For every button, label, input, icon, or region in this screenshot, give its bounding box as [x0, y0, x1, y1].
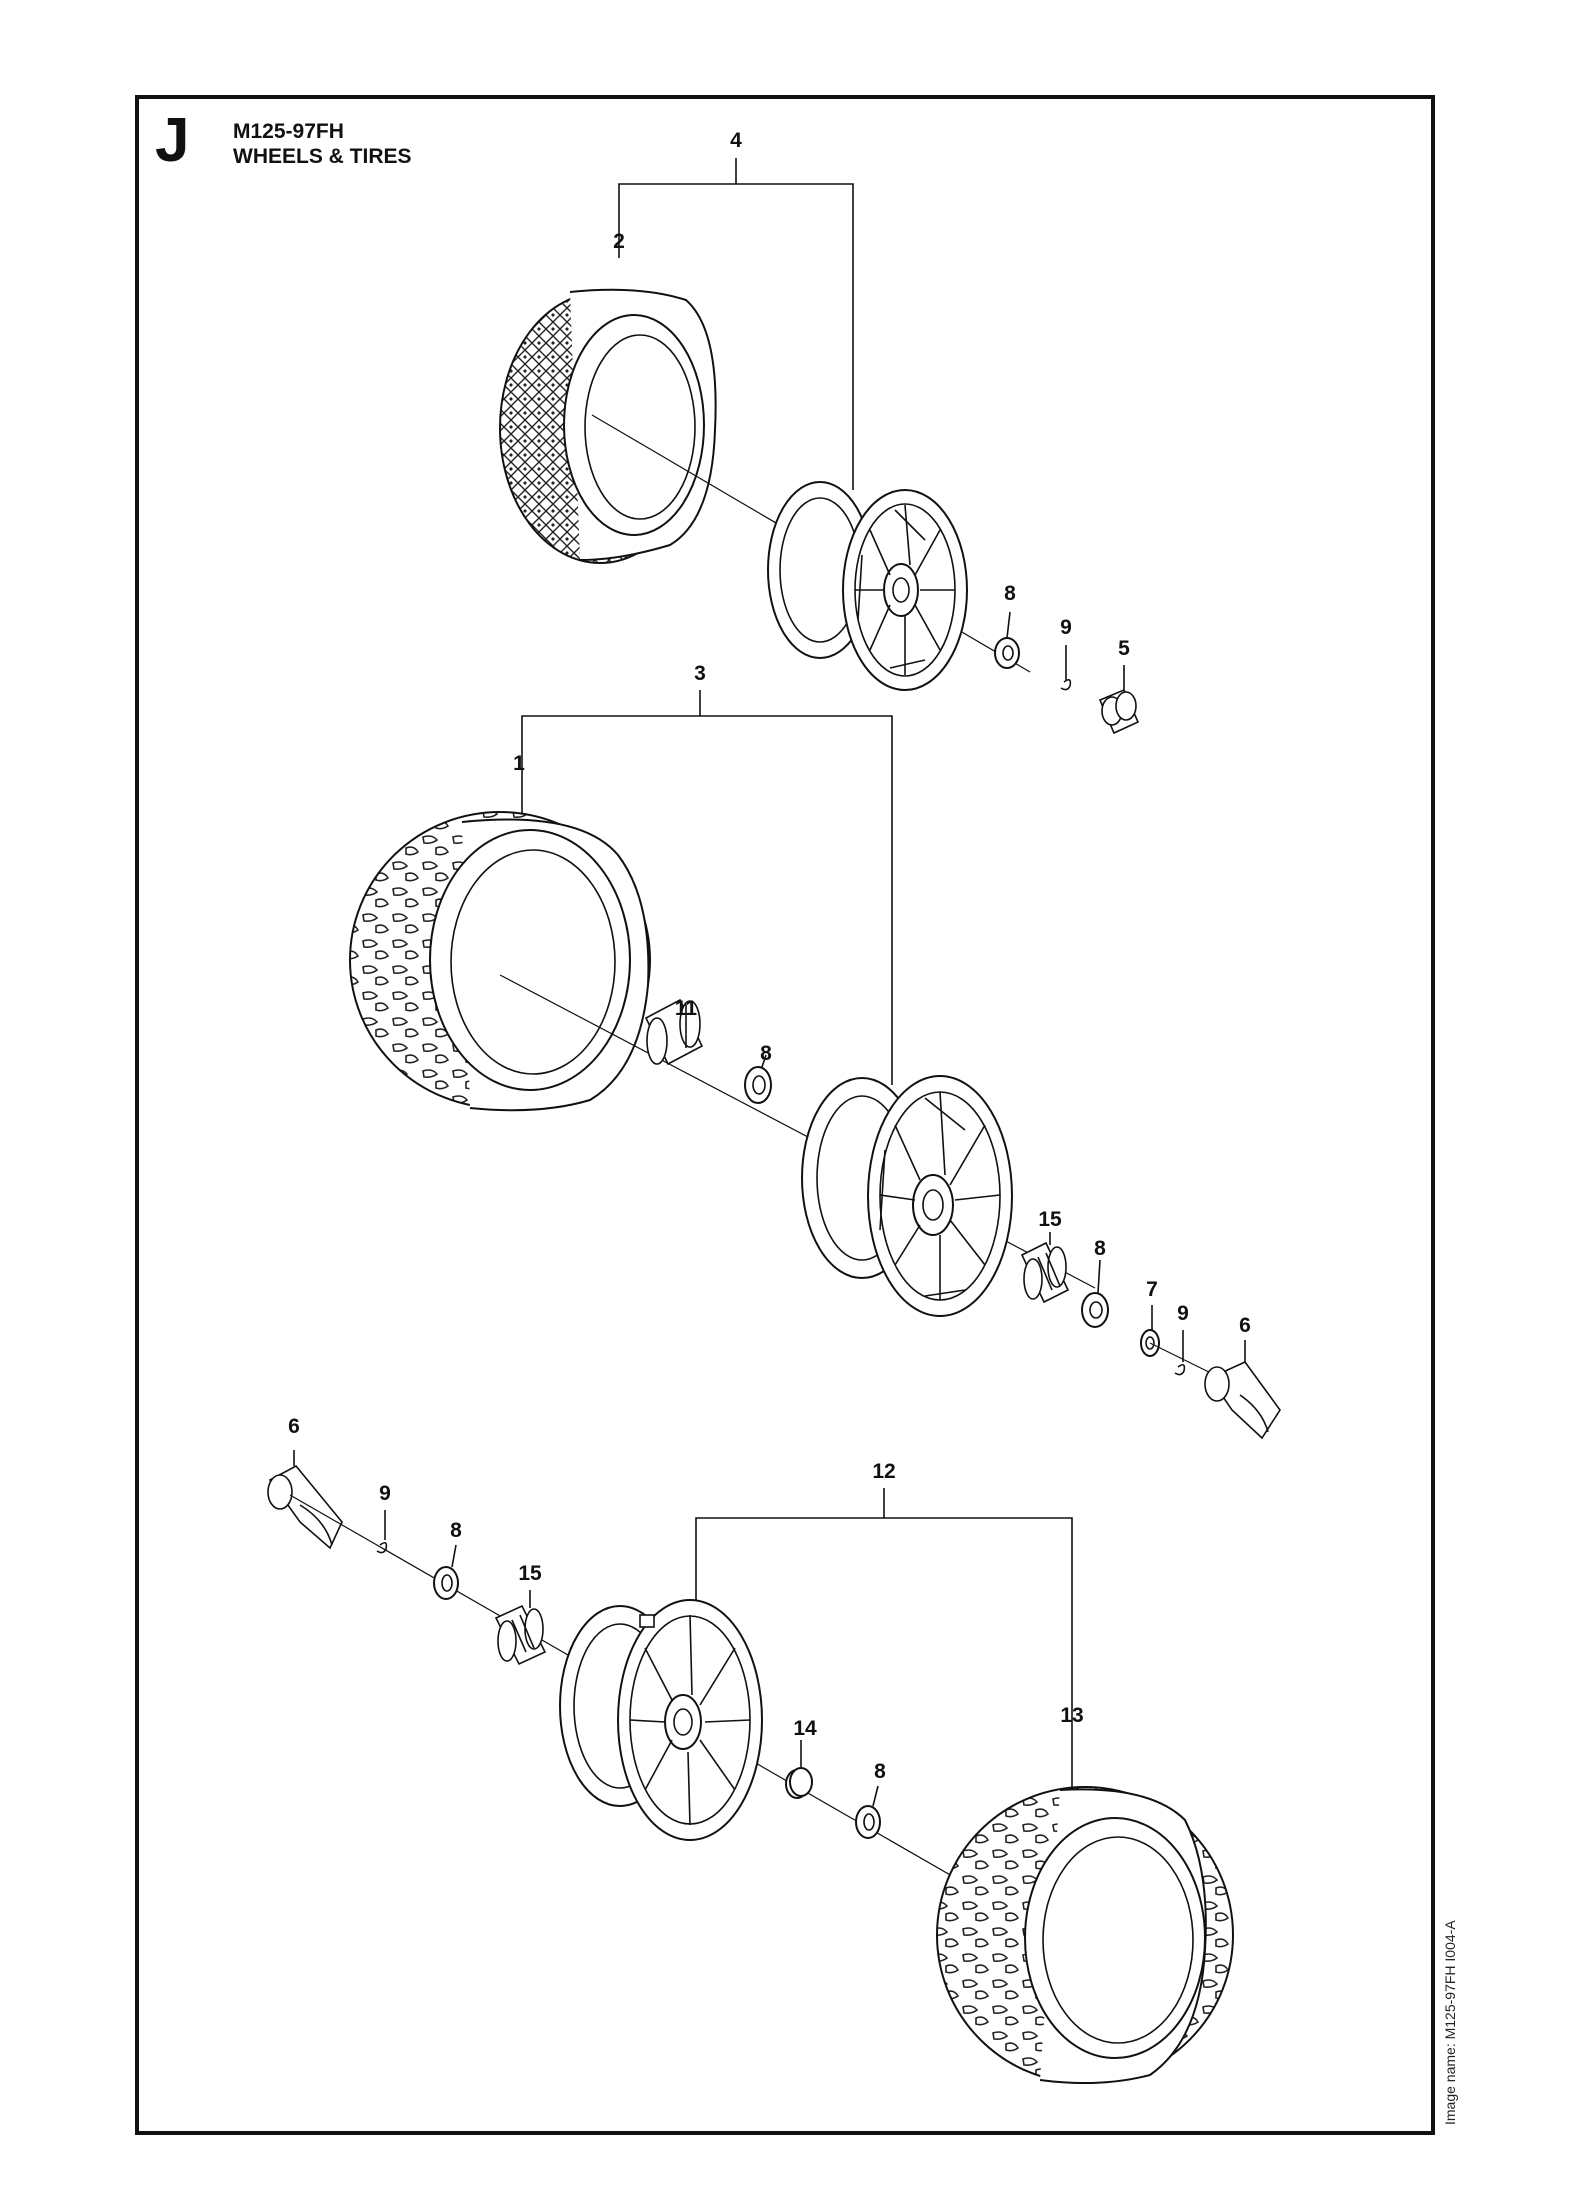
callout-12: 12 [872, 1460, 895, 1483]
callout-15: 15 [518, 1562, 542, 1585]
callout-15: 15 [1038, 1208, 1062, 1231]
washer-8-bot-a [433, 1544, 459, 1600]
callout-11: 11 [675, 997, 698, 1020]
cap-6-right [1204, 1340, 1281, 1440]
callout-2: 2 [613, 230, 625, 253]
bracket-4 [618, 158, 854, 490]
washer-8-top [994, 611, 1020, 669]
washer-7 [1140, 1305, 1160, 1357]
collar-15-bot [494, 1590, 547, 1666]
clip-9-mid [1174, 1330, 1186, 1376]
model-number: M125-97FH [233, 120, 344, 143]
bracket-12 [695, 1488, 1073, 1730]
wheel-rim-4 [767, 481, 968, 691]
wheel-rim-rear [559, 1599, 763, 1841]
washer-8-bot-b [855, 1785, 881, 1839]
section-letter: J [155, 106, 190, 175]
clip-9-top [1060, 645, 1072, 691]
tire-rear-13 [936, 1730, 1234, 2085]
collar-15-mid [1020, 1232, 1070, 1304]
wheel-rim-front [801, 1075, 1013, 1317]
diagram-frame [135, 95, 1435, 2135]
callout-6: 6 [288, 1415, 300, 1438]
callout-13: 13 [1060, 1704, 1083, 1727]
tire-turf [499, 288, 717, 564]
cap-5 [1098, 665, 1140, 735]
callout-9: 9 [1060, 616, 1072, 639]
diagram-title: WHEELS & TIRES [233, 145, 412, 168]
callout-5: 5 [1118, 637, 1130, 660]
callout-8: 8 [1094, 1237, 1106, 1260]
spacer-14 [785, 1740, 813, 1799]
callout-7: 7 [1146, 1278, 1158, 1301]
callout-9: 9 [379, 1482, 391, 1505]
callout-14: 14 [793, 1717, 817, 1740]
spacer-11 [644, 998, 704, 1066]
bracket-3 [521, 690, 893, 1085]
washer-8-mid-a [744, 1054, 772, 1104]
callout-8: 8 [760, 1042, 772, 1065]
washer-8-mid-b [1081, 1259, 1109, 1328]
callout-8: 8 [1004, 582, 1016, 605]
callout-8: 8 [874, 1760, 886, 1783]
callout-3: 3 [694, 662, 706, 685]
callout-6: 6 [1239, 1314, 1251, 1337]
tire-front-1 [349, 811, 651, 1112]
callout-4: 4 [730, 129, 742, 152]
callout-8: 8 [450, 1519, 462, 1542]
callout-1: 1 [513, 752, 525, 775]
cap-6-left [267, 1450, 343, 1550]
clip-9-bottom [376, 1510, 388, 1554]
callout-9: 9 [1177, 1302, 1189, 1325]
